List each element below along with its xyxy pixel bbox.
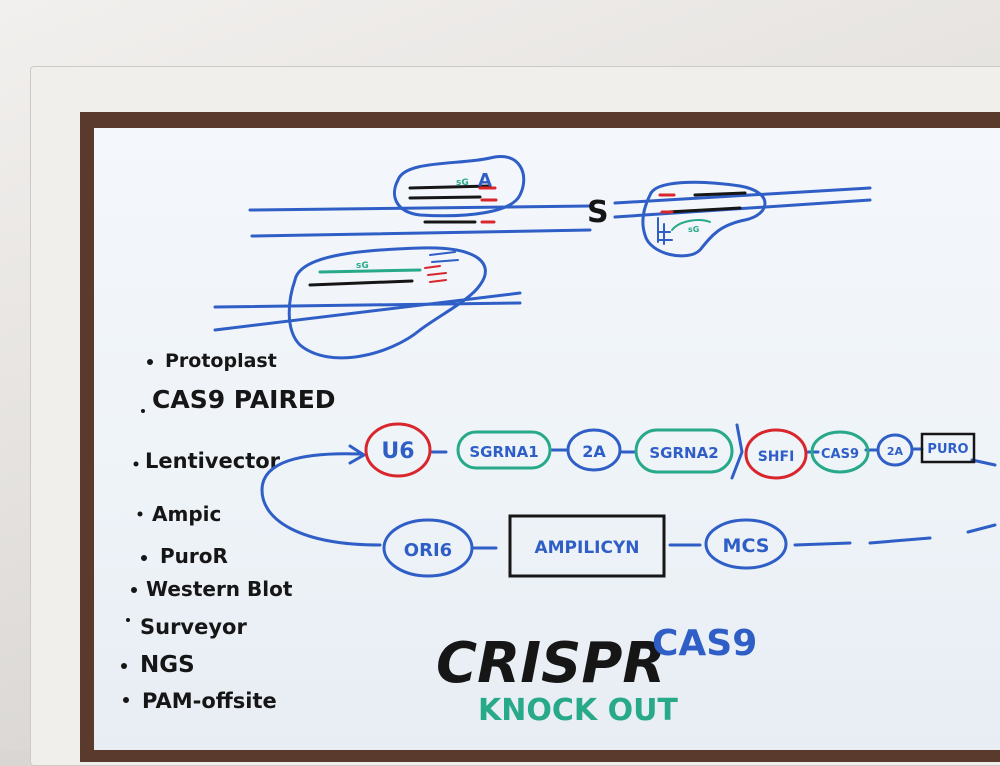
- svg-text:SGRNA1: SGRNA1: [469, 443, 538, 461]
- element-mcs: MCS: [704, 518, 788, 570]
- whiteboard-drawing: S sG A sG sG Protoplast CAS9 PAIR: [121, 155, 997, 728]
- svg-text:CAS9: CAS9: [821, 447, 859, 462]
- element-2a-first: 2A: [566, 428, 622, 472]
- cas9-complex-bottom-left: [287, 246, 487, 360]
- checklist-item-protoplast: Protoplast: [165, 350, 277, 372]
- title-main: CRISPR: [436, 631, 666, 696]
- sg-label-top-right: sG: [688, 225, 699, 234]
- title-subtitle: KNOCK OUT: [478, 693, 678, 728]
- element-u6: U6: [364, 422, 432, 478]
- dna-cut-diagram: S sG A sG sG: [213, 155, 872, 360]
- plasmid-loop-arrow: [260, 452, 382, 547]
- element-ori6: ORI6: [382, 518, 474, 578]
- element-cas9: CAS9: [810, 430, 870, 474]
- checklist-item-cas9-paired: CAS9 PAIRED: [152, 385, 336, 414]
- sg-label-bottom-left: sG: [356, 261, 369, 271]
- checklist-item-lentivector: Lentivector: [145, 449, 281, 473]
- svg-text:SHFI: SHFI: [758, 449, 795, 465]
- cas9-complex-top-left: [393, 155, 526, 218]
- checklist-item-surveyor: Surveyor: [140, 615, 247, 639]
- svg-text:AMPILICYN: AMPILICYN: [534, 538, 639, 558]
- svg-text:PURO: PURO: [927, 442, 968, 457]
- element-sgrna2: SGRNA2: [634, 428, 734, 474]
- element-shfi: SHFI: [744, 428, 808, 480]
- checklist-item-ngs: NGS: [140, 652, 195, 678]
- letter-a: A: [478, 170, 492, 191]
- svg-text:MCS: MCS: [723, 535, 770, 557]
- checklist-item-puror: PuroR: [160, 544, 228, 568]
- svg-text:SGRNA2: SGRNA2: [649, 444, 718, 462]
- svg-text:2A: 2A: [582, 442, 606, 461]
- checklist-item-western-blot: Western Blot: [146, 577, 293, 601]
- cas9-complex-top-right: [641, 180, 767, 258]
- element-puro: PURO: [920, 432, 976, 464]
- title-accent: CAS9: [652, 623, 757, 664]
- plasmid-map: U6 SGRNA1 2A SGRNA2 SHFI CAS9 2A PURO: [260, 422, 997, 578]
- svg-text:U6: U6: [381, 439, 414, 464]
- element-2a-second: 2A: [876, 433, 914, 467]
- title-block: CRISPR CAS9 KNOCK OUT: [436, 623, 757, 728]
- sg-label-top-left: sG: [456, 178, 469, 188]
- element-ampilicyn: AMPILICYN: [508, 514, 666, 578]
- svg-text:ORI6: ORI6: [404, 540, 452, 561]
- element-sgrna1: SGRNA1: [456, 430, 552, 470]
- svg-text:2A: 2A: [887, 445, 904, 458]
- checklist-item-ampic: Ampic: [152, 502, 221, 526]
- checklist: Protoplast CAS9 PAIRED Lentivector Ampic…: [121, 350, 336, 713]
- cut-mark: S: [587, 195, 609, 230]
- checklist-item-pam-offsite: PAM-offsite: [142, 689, 277, 713]
